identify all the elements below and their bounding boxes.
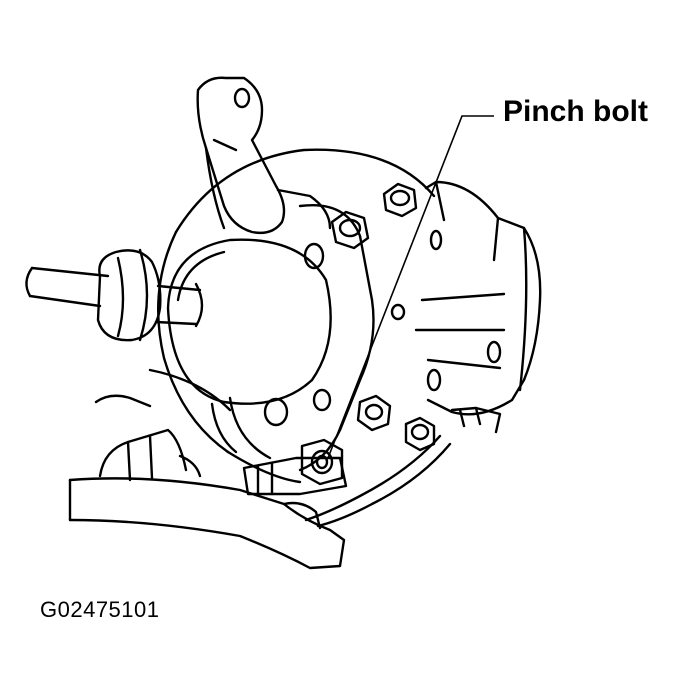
ball-joint [242,438,348,496]
knuckle-body [210,203,375,472]
hub-housing [166,238,332,405]
callout-leader [327,115,494,459]
cv-joint-boot [96,248,204,342]
pinch-bolt-label: Pinch bolt [503,95,648,128]
brake-caliper [390,180,542,416]
brake-hose [304,406,502,528]
drive-shaft [25,266,110,308]
upper-bolts [303,182,418,270]
lower-bolts [263,388,436,452]
lower-control-arm [68,394,346,570]
figure-id: G02475101 [40,597,160,622]
steering-knuckle-arm [196,76,332,235]
